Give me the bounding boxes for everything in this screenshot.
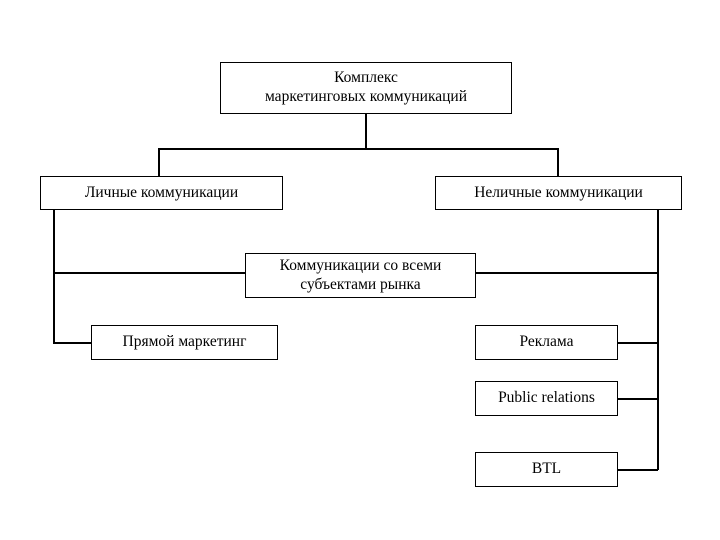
node-btl-label: BTL <box>531 460 562 478</box>
node-public-relations[interactable]: Public relations <box>475 381 618 416</box>
connector-level1-bar <box>158 148 558 150</box>
node-direct-marketing[interactable]: Прямой маркетинг <box>91 325 278 360</box>
node-public-relations-label: Public relations <box>498 389 595 407</box>
node-personal-communications-label: Личные коммуникации <box>84 183 239 201</box>
node-root-label: Комплекс маркетинговых коммуникаций <box>264 69 467 105</box>
node-all-market-subjects[interactable]: Коммуникации со всеми субъектами рынка <box>245 253 476 298</box>
node-direct-marketing-label: Прямой маркетинг <box>122 333 247 351</box>
node-personal-communications[interactable]: Личные коммуникации <box>40 176 283 210</box>
connector-left-spine <box>53 209 55 343</box>
node-all-market-subjects-label: Коммуникации со всеми субъектами рынка <box>279 256 442 293</box>
node-root[interactable]: Комплекс маркетинговых коммуникаций <box>220 62 512 114</box>
connector-right-spine <box>657 209 659 470</box>
node-impersonal-communications-label: Неличные коммуникации <box>474 183 643 201</box>
connector-to-personal <box>158 148 160 177</box>
node-impersonal-communications[interactable]: Неличные коммуникации <box>435 176 682 210</box>
node-advertising-label: Реклама <box>519 333 574 351</box>
connector-right-to-all-subjects <box>476 272 658 274</box>
connector-right-to-advertising <box>618 342 658 344</box>
connector-left-to-direct-marketing <box>53 342 91 344</box>
connector-to-impersonal <box>557 148 559 177</box>
connector-left-to-all-subjects <box>53 272 245 274</box>
connector-right-to-btl <box>618 469 658 471</box>
node-advertising[interactable]: Реклама <box>475 325 618 360</box>
connector-right-to-public-relations <box>618 398 658 400</box>
connector-root-stem <box>365 113 367 149</box>
node-btl[interactable]: BTL <box>475 452 618 487</box>
